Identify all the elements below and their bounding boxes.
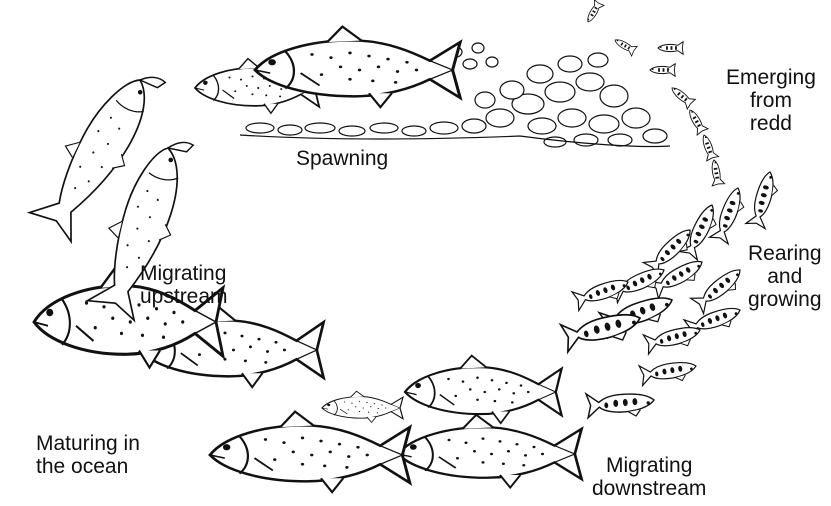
label-rearing-and-growing: Rearing and growing [748, 242, 822, 311]
label-spawning-line-1: Spawning [296, 147, 388, 170]
label-rearing-line-1: Rearing [748, 242, 822, 265]
streambed-line [240, 135, 670, 147]
label-ocean-line-1: Maturing in [36, 432, 140, 455]
label-migrating-upstream: Migrating upstream [140, 262, 228, 308]
label-rearing-line-2: and [748, 265, 822, 288]
label-upstream-line-1: Migrating [140, 262, 228, 285]
label-upstream-line-2: upstream [140, 285, 228, 308]
label-emerging-line-3: redd [726, 112, 816, 135]
label-rearing-line-3: growing [748, 288, 822, 311]
label-migrating-downstream: Migrating downstream [592, 454, 706, 500]
label-maturing-in-the-ocean: Maturing in the ocean [36, 432, 140, 478]
label-downstream-line-2: downstream [592, 477, 706, 500]
label-emerging-from-redd: Emerging from redd [726, 66, 816, 135]
label-ocean-line-2: the ocean [36, 455, 140, 478]
label-emerging-line-1: Emerging [726, 66, 816, 89]
spawning-fish [195, 27, 460, 114]
label-emerging-line-2: from [726, 89, 816, 112]
label-spawning: Spawning [296, 147, 388, 170]
label-downstream-line-1: Migrating [592, 454, 706, 477]
